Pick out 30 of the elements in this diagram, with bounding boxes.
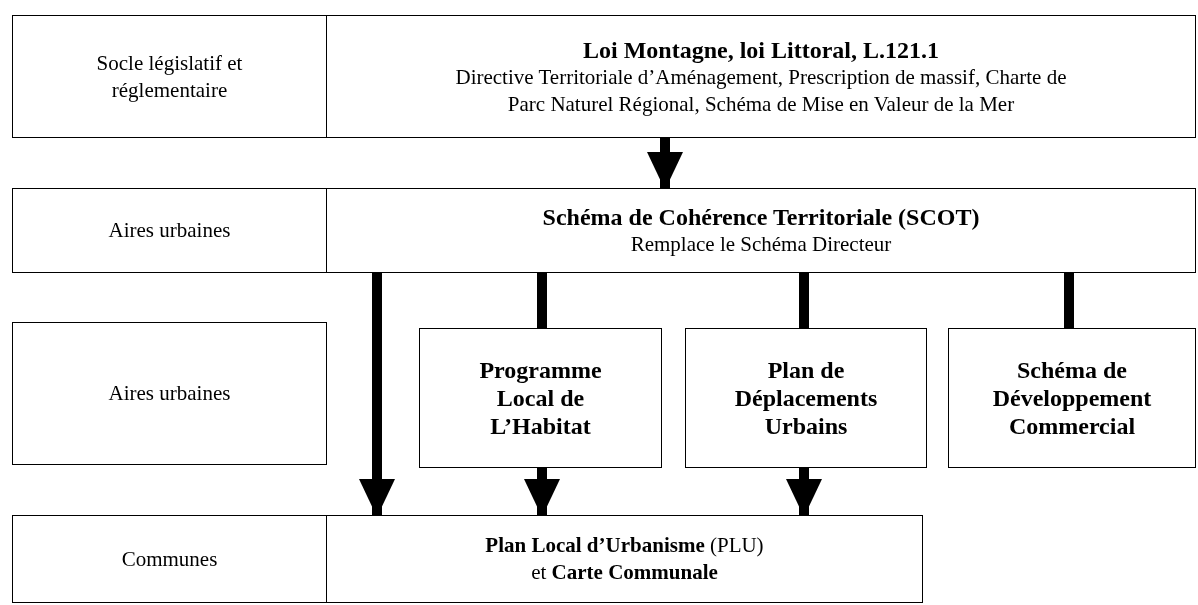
row-label-box xyxy=(12,15,327,138)
heading-box xyxy=(326,188,1196,273)
body-text: Socle législatif et réglementaire xyxy=(95,49,244,104)
connector-line xyxy=(1064,273,1074,328)
body-text: Aires urbaines xyxy=(108,380,231,407)
row-label-box xyxy=(12,188,327,273)
body-text: Plan Local d’Urbanisme (PLU) xyxy=(485,532,764,559)
heading-text: Schéma de Cohérence Territoriale (SCOT) xyxy=(542,203,980,231)
heading-box xyxy=(326,515,923,603)
connector-line xyxy=(799,273,809,328)
body-text: et Carte Communale xyxy=(531,559,718,586)
body-text: Aires urbaines xyxy=(108,217,231,244)
row-label-box xyxy=(12,515,327,603)
arrow xyxy=(786,468,822,517)
document-box xyxy=(685,328,927,468)
heading-box xyxy=(326,15,1196,138)
heading-text: Plan de Déplacements Urbains xyxy=(733,356,879,440)
heading-text: Loi Montagne, loi Littoral, L.121.1 xyxy=(583,35,939,64)
body-text: Remplace le Schéma Directeur xyxy=(630,231,892,258)
heading-text: Schéma de Développement Commercial xyxy=(991,356,1153,440)
connector-line xyxy=(537,273,547,328)
body-text: Communes xyxy=(121,545,218,573)
body-text: Directive Territoriale d’Aménagement, Prescription de massif, Charte de Parc Naturel Régional, Schéma de Mise en Valeur de la Mer xyxy=(454,63,1068,118)
row-label-box xyxy=(12,322,327,465)
arrow xyxy=(359,273,395,517)
document-box xyxy=(419,328,662,468)
arrow xyxy=(647,138,683,190)
heading-text: Programme Local de L’Habitat xyxy=(478,356,603,440)
document-box xyxy=(948,328,1196,468)
arrow xyxy=(524,468,560,517)
